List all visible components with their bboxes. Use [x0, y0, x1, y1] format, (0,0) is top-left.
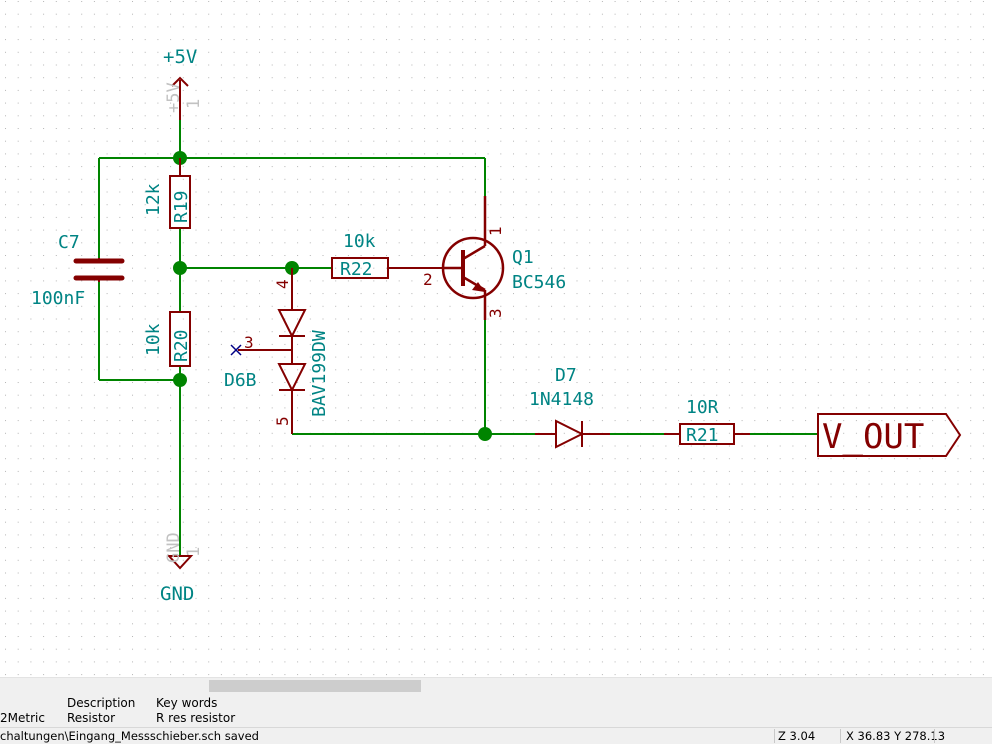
- power-pin-number: 1: [184, 99, 204, 109]
- r20-ref: R20: [171, 329, 192, 362]
- resistor-r22[interactable]: R22 10k: [331, 231, 444, 280]
- r22-value: 10k: [343, 231, 376, 252]
- ground-pin-name: GND: [164, 532, 184, 563]
- zoom-readout: Z 3.04: [778, 729, 816, 743]
- d6-pin-mid: 3: [244, 333, 254, 352]
- keywords-header: Key words: [156, 696, 218, 710]
- r20-value: 10k: [143, 323, 164, 356]
- power-net-label: +5V: [163, 46, 197, 68]
- r21-ref: R21: [686, 425, 719, 446]
- emitter-arrow-icon: [472, 282, 485, 292]
- q1-value: BC546: [512, 272, 566, 293]
- d7-value: 1N4148: [529, 389, 594, 410]
- description-header: Description: [67, 696, 136, 710]
- ground-net-label: GND: [160, 583, 194, 605]
- schematic-canvas[interactable]: +5V +5V 1 R19 12k R20 10k C7 100nF: [0, 0, 992, 677]
- diode-d7[interactable]: D7 1N4148: [529, 365, 610, 449]
- horizontal-scrollbar[interactable]: [0, 677, 992, 695]
- power-symbol-5v[interactable]: +5V +5V 1: [163, 46, 204, 120]
- diode-d6b[interactable]: 4 3 5 D6B BAV199DW: [224, 268, 330, 434]
- status-message: chaltungen\Eingang_Messschieber.sch save…: [0, 729, 259, 743]
- cursor-coordinates: X 36.83 Y 278.13: [846, 729, 946, 743]
- d6-ref: D6B: [224, 370, 257, 391]
- wires: [98, 120, 818, 556]
- capacitor-c7[interactable]: C7 100nF: [31, 232, 125, 309]
- transistor-q1[interactable]: Q1 BC546 1 2 3: [423, 196, 566, 320]
- no-connect-icon: [230, 344, 242, 356]
- status-separator: [840, 729, 841, 743]
- resistor-r20[interactable]: R20 10k: [143, 311, 192, 367]
- q1-ref: Q1: [512, 247, 534, 268]
- d6-pin-top: 4: [273, 279, 292, 289]
- resistor-r21[interactable]: R21 10R: [664, 397, 750, 446]
- ground-symbol[interactable]: GND 1 GND: [160, 532, 204, 605]
- c7-value: 100nF: [31, 288, 85, 309]
- q1-pin-emitter: 3: [486, 308, 505, 318]
- status-separator: [774, 729, 775, 743]
- r19-ref: R19: [171, 190, 192, 223]
- description-value: Resistor: [67, 711, 115, 725]
- output-label-vout[interactable]: V_OUT: [817, 413, 962, 457]
- d6-pin-bottom: 5: [273, 416, 292, 426]
- message-panel: 2Metric Description Resistor Key words R…: [0, 694, 992, 727]
- status-bar: chaltungen\Eingang_Messschieber.sch save…: [0, 727, 992, 744]
- keywords-value: R res resistor: [156, 711, 236, 725]
- r21-value: 10R: [686, 397, 719, 418]
- output-label-text: V_OUT: [822, 417, 924, 457]
- c7-ref: C7: [58, 232, 80, 253]
- junctions: [173, 151, 492, 441]
- scrollbar-thumb[interactable]: [209, 680, 421, 692]
- power-pin-name: +5V: [164, 82, 184, 113]
- junction-dot: [173, 373, 187, 387]
- q1-pin-collector: 1: [486, 226, 505, 236]
- q1-pin-base: 2: [423, 270, 433, 289]
- d7-ref: D7: [555, 365, 577, 386]
- junction-dot: [478, 427, 492, 441]
- r19-value: 12k: [143, 183, 164, 216]
- ground-pin-number: 1: [184, 547, 204, 557]
- junction-dot: [173, 261, 187, 275]
- grid-background: [0, 0, 992, 677]
- r22-ref: R22: [340, 259, 373, 280]
- resistor-r19[interactable]: R19 12k: [143, 158, 192, 229]
- status-separator: [934, 729, 935, 743]
- footprint-library-value: 2Metric: [0, 711, 45, 725]
- d6-value: BAV199DW: [309, 330, 330, 417]
